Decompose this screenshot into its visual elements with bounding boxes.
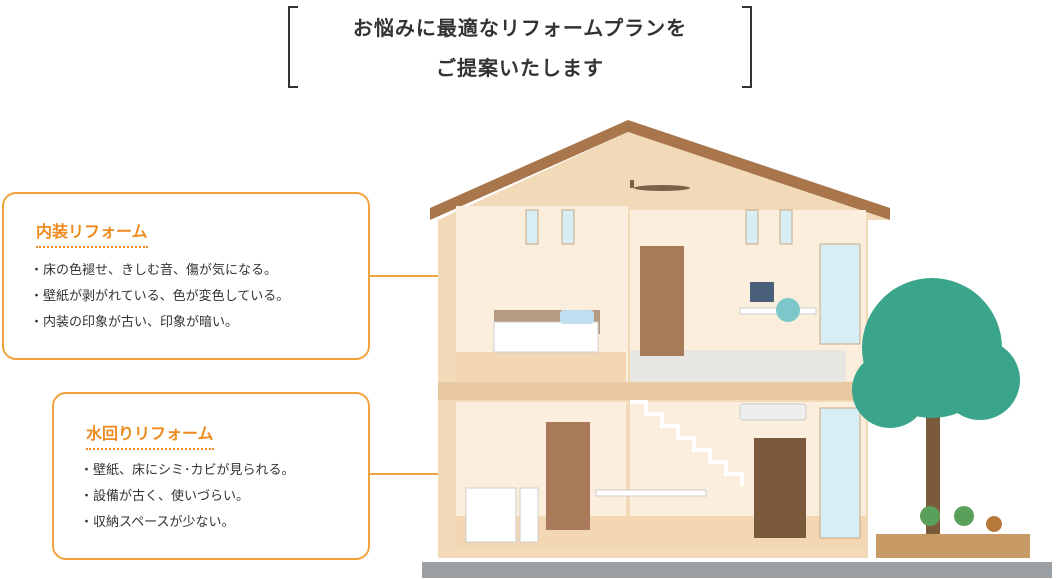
bathtub-icon [465,487,517,543]
list-item: 壁紙が剥がれている、色が変色している。 [38,284,289,310]
air-conditioner-icon [739,403,807,421]
dining-table [595,489,707,497]
wooden-deck [876,534,1030,558]
balcony-window [819,243,861,345]
interior-reform-title: 内装リフォーム [36,218,148,248]
plant-icon [920,506,940,526]
floor-divider [438,382,868,400]
heading-line-2: ご提案いたします [436,56,604,80]
water-reform-list: 壁紙、床にシミ･カビが見られる。 設備が古く、使いづらい。 収納スペースが少ない… [88,458,295,536]
window [561,209,575,245]
plant-icon [954,506,974,526]
interior-connector-line [370,275,475,277]
water-reform-title: 水回りリフォーム [86,420,214,450]
roof [430,120,890,220]
water-reform-card: 水回りリフォーム 壁紙、床にシミ･カビが見られる。 設備が古く、使いづらい。 収… [52,392,370,560]
chair-icon [776,298,800,322]
interior-reform-list: 床の色褪せ、きしむ音、傷が気になる。 壁紙が剥がれている、色が変色している。 内… [38,258,289,336]
monitor-icon [750,282,774,302]
staircase [630,400,744,486]
list-item: 設備が古く、使いづらい。 [88,484,295,510]
interior-reform-card: 内装リフォーム 床の色褪せ、きしむ音、傷が気になる。 壁紙が剥がれている、色が変… [2,192,370,360]
heading-bracket-right [742,6,752,88]
heading-bracket-left [288,6,298,88]
list-item: 収納スペースが少ない。 [88,510,295,536]
door-upstairs [640,246,684,356]
list-item: 壁紙、床にシミ･カビが見られる。 [88,458,295,484]
window [779,209,793,245]
door-downstairs [546,422,590,530]
ground-strip [422,562,1052,578]
window [525,209,539,245]
heading-line-1: お悩みに最適なリフォームプランを [352,16,688,40]
window [745,209,759,245]
dog-icon [986,516,1002,532]
house-illustration [422,120,1052,578]
list-item: 床の色褪せ、きしむ音、傷が気になる。 [38,258,289,284]
list-item: 内装の印象が古い、印象が暗い。 [38,310,289,336]
ceiling-fan-icon [634,185,690,191]
patio-window [819,407,861,539]
bookshelf-icon [754,438,806,538]
bed-icon [493,321,599,353]
section-heading: お悩みに最適なリフォームプランを ご提案いたします [288,6,752,88]
water-connector-line [370,473,475,475]
